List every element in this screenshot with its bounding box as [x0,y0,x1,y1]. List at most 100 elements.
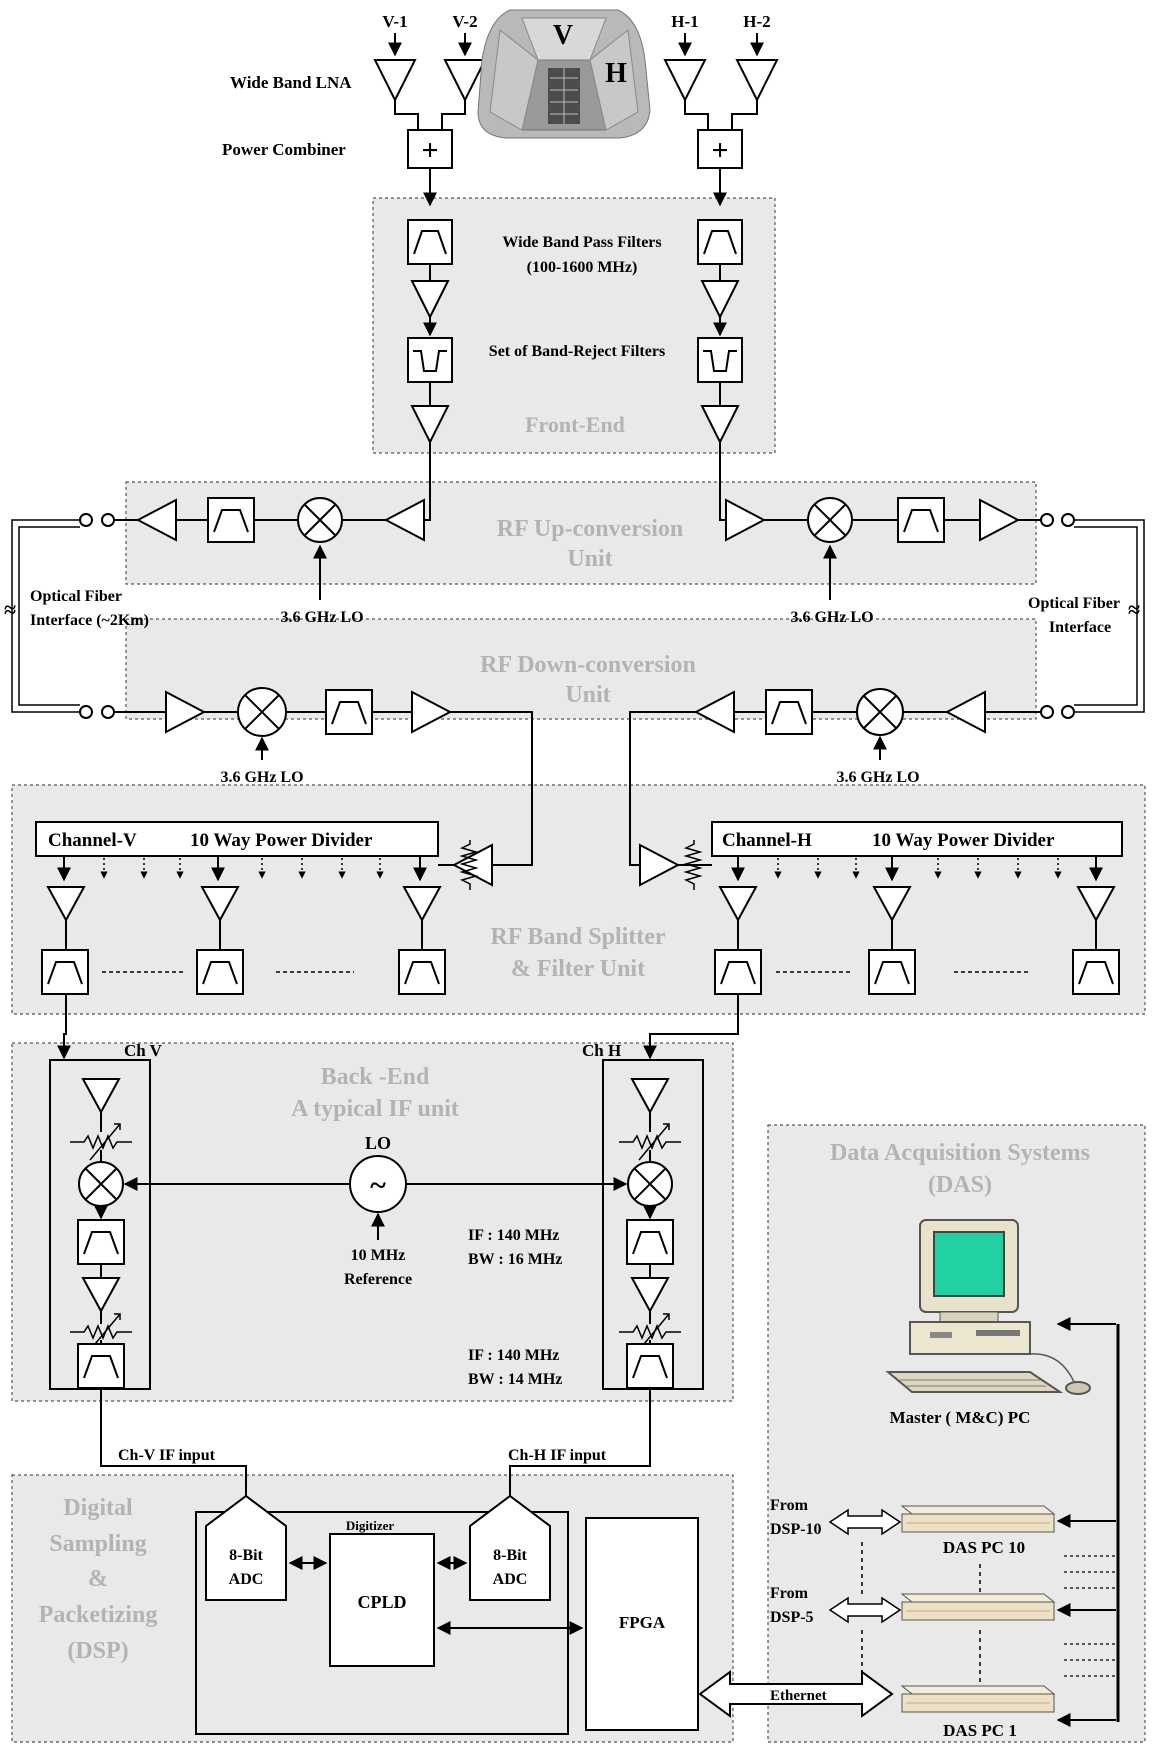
das-pc10-label: DAS PC 10 [943,1538,1025,1557]
optical-fiber-links: ≈ ≈ Optical Fiber Interface (~2Km) Optic… [4,519,1145,713]
fiber-right-label: Optical Fiber [1028,595,1120,612]
antenna-v-letter: V [553,20,573,51]
lo-oscillator-symbol: ~ [370,1169,386,1202]
dsp-title-5: (DSP) [67,1638,128,1664]
ch-v-label: Ch V [124,1041,163,1060]
front-end-section: Wide Band Pass Filters (100-1600 MHz) Se… [407,168,743,445]
from-dsp10-label-2: DSP-10 [770,1521,822,1538]
das-pc1-icon [900,1685,1056,1713]
bpf-label: Wide Band Pass Filters [502,234,661,251]
adc-v-label-2: ADC [229,1571,264,1588]
bpf-h [697,219,743,265]
lna-v1-icon [373,59,417,103]
master-pc-icon [885,1219,1091,1395]
ch-h-input-label: Ch-H IF input [508,1447,607,1464]
down-amp-v1-icon [165,690,207,734]
down-lo-v-label: 3.6 GHz LO [220,769,303,786]
split-amp-h-icon [639,843,681,887]
fpga-label: FPGA [619,1613,666,1632]
brf-h-icon [703,350,737,372]
split-h-amp3-icon [1076,886,1116,923]
from-dsp5-arrow-icon [828,1596,902,1624]
split-v-amp2-icon [200,886,240,923]
up-amp-v1-icon [383,498,425,542]
split-h-amp1-icon [718,886,758,923]
lna-v2-icon [443,59,487,103]
split-v-bpf3 [398,949,446,995]
up-amp-v2-icon [135,498,177,542]
split-v-bpf2 [196,949,244,995]
input-v1-label: V-1 [382,12,407,31]
lna-label: Wide Band LNA [230,73,352,92]
fpga-block [585,1517,699,1731]
split-h-amp2-icon [872,886,912,923]
be-h-amp2-icon [630,1277,670,1314]
split-h-bpf1 [714,949,762,995]
bpf-v-icon [413,230,447,255]
up-lo-h-label: 3.6 GHz LO [790,609,873,626]
split-v-amp1-icon [46,886,86,923]
adc-h-label: 8-Bit [493,1547,527,1564]
split-v-bpf1 [41,949,89,995]
if1-label: IF : 140 MHz [468,1227,559,1244]
up-lo-v-label: 3.6 GHz LO [280,609,363,626]
dsp-title-4: Packetizing [39,1602,158,1628]
reference-label: 10 MHz [351,1247,406,1264]
combiner-v [407,129,453,169]
das-title: Data Acquisition Systems [830,1140,1090,1166]
master-pc-label: Master ( M&C) PC [890,1408,1031,1427]
fe-amp-v2-icon [410,405,450,445]
fe-amp-h1-icon [700,280,740,320]
up-amp-h1-icon [725,498,767,542]
brf-v [407,337,453,383]
combiner-h [697,129,743,169]
reference-label-2: Reference [344,1271,412,1288]
front-end-title: Front-End [525,412,625,437]
input-h2-label: H-2 [743,12,770,31]
down-conversion-title-2: Unit [565,682,610,708]
back-end-section: Ch V Ch H [49,994,739,1390]
dsp-title: Digital [63,1495,133,1521]
divider-v-channel: Channel-V [48,830,137,851]
lna-h1-icon [663,59,707,103]
down-bpf-h [765,689,813,735]
adc-v-block [205,1494,287,1601]
combiner-h-plus-icon: + [711,134,728,167]
cpld-block [329,1533,435,1667]
down-lo-h-label: 3.6 GHz LO [836,769,919,786]
split-h-bpf3 [1072,949,1120,995]
up-conversion-section: 3.6 GHz LO 3.6 GHz LO RF Up-conversion U… [79,442,1075,626]
input-v2-label: V-2 [452,12,477,31]
split-h-bpf2 [868,949,916,995]
split-atten-v-icon [459,840,479,890]
brf-h [697,337,743,383]
lna-h2-icon [735,59,779,103]
das-pc10-icon [900,1505,1056,1533]
from-dsp10-arrow-icon [828,1508,902,1536]
digitizer-label: Digitizer [346,1518,395,1533]
be-h-amp1-icon [630,1078,670,1115]
brf-v-icon [413,350,447,372]
fiber-port-v-down [79,705,93,719]
dsp-title-2: Sampling [49,1531,146,1557]
be-v-atten1-icon [70,1123,132,1161]
divider-h-label: 10 Way Power Divider [872,830,1055,851]
das-section: Data Acquisition Systems (DAS) Master ( … [770,1140,1120,1740]
down-amp-h2-icon [693,690,735,734]
divider-v-label: 10 Way Power Divider [190,830,373,851]
fiber-port-h-down [1040,705,1054,719]
splitter-title-2: & Filter Unit [511,956,645,982]
fiber-port-v-up [101,513,115,527]
bpf-v [407,219,453,265]
if1-bw-label: BW : 16 MHz [468,1251,562,1268]
fe-amp-v1-icon [410,280,450,320]
fe-amp-h2-icon [700,405,740,445]
up-conversion-panel [125,481,1037,585]
das-pc1-label: DAS PC 1 [943,1721,1017,1740]
lo-label: LO [365,1133,391,1153]
up-conversion-title-2: Unit [567,546,612,572]
input-h1-label: H-1 [671,12,698,31]
brf-label: Set of Band-Reject Filters [489,343,665,360]
cpld-label: CPLD [358,1592,407,1612]
be-h-bpf2 [626,1343,674,1389]
